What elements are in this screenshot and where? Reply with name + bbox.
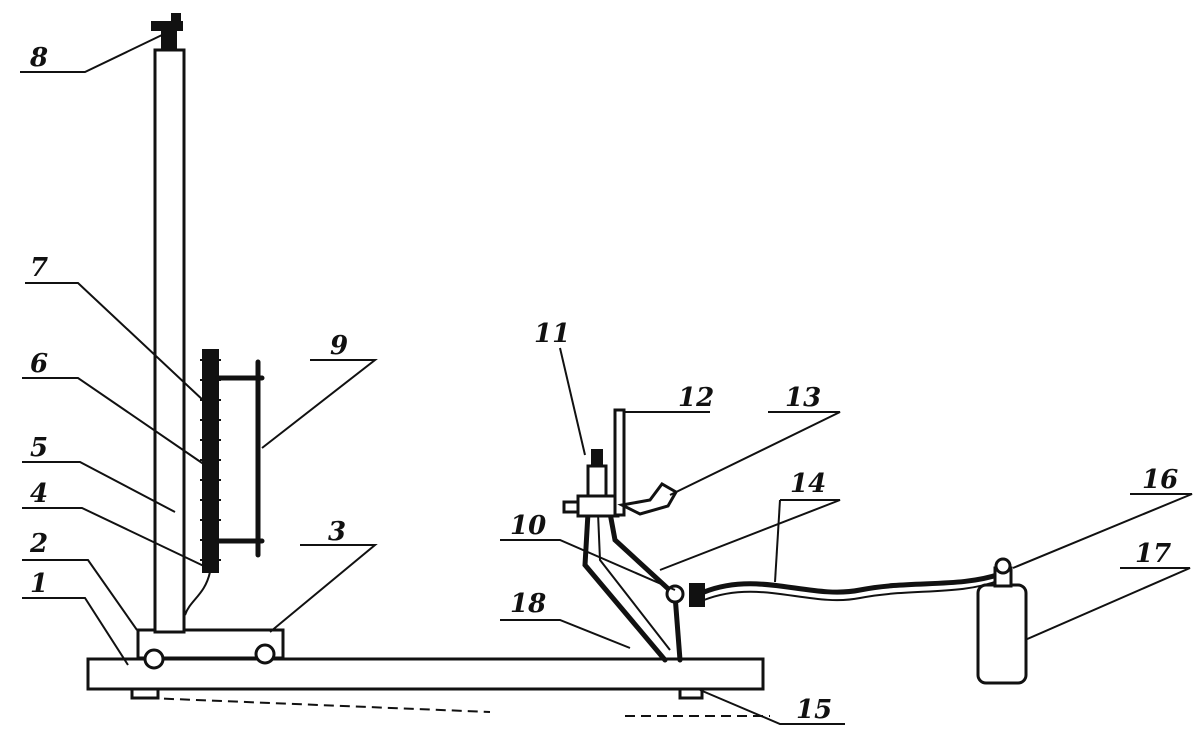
scale-cable <box>184 571 211 616</box>
label-13: 13 <box>785 383 821 413</box>
bent-tube-outer <box>582 510 668 663</box>
label-14: 14 <box>790 469 826 499</box>
outlet-connector <box>689 583 705 607</box>
label-10: 10 <box>510 511 546 541</box>
leader-lines <box>20 34 1193 725</box>
canister-valve-knob <box>994 557 1012 575</box>
base-plate <box>86 657 765 691</box>
top-knob <box>171 13 181 25</box>
valve-nozzle-left <box>562 500 580 514</box>
label-4: 4 <box>30 479 48 509</box>
spray-nozzle <box>617 482 679 516</box>
label-17: 17 <box>1135 539 1171 569</box>
valve-bottle <box>586 464 608 498</box>
hose-inner <box>703 579 1001 602</box>
label-3: 3 <box>328 517 346 547</box>
label-16: 16 <box>1142 465 1178 495</box>
vertical-column <box>153 48 186 634</box>
valve-body <box>576 494 620 518</box>
wheel-left <box>143 648 165 670</box>
bent-tube-inner <box>607 510 683 663</box>
label-12: 12 <box>678 383 714 413</box>
top-screw <box>161 29 177 51</box>
base-foot-right <box>678 687 704 700</box>
wheel-right <box>254 643 276 665</box>
label-11: 11 <box>534 319 570 349</box>
label-15: 15 <box>796 695 832 725</box>
thermometer-rod <box>613 408 626 517</box>
label-5: 5 <box>30 433 48 463</box>
valve-cap <box>591 449 603 467</box>
label-7: 7 <box>30 253 48 283</box>
floor-line-left <box>147 697 491 713</box>
label-6: 6 <box>30 349 48 379</box>
bent-tube-line <box>597 512 671 651</box>
base-foot-left <box>130 687 160 700</box>
label-2: 2 <box>29 529 48 559</box>
outlet-fitting <box>665 584 685 604</box>
hose <box>701 571 1003 595</box>
label-9: 9 <box>330 331 348 361</box>
gas-canister <box>976 583 1028 685</box>
top-handle <box>151 21 183 31</box>
label-1: 1 <box>30 569 48 599</box>
label-18: 18 <box>510 589 546 619</box>
label-8: 8 <box>29 43 48 73</box>
